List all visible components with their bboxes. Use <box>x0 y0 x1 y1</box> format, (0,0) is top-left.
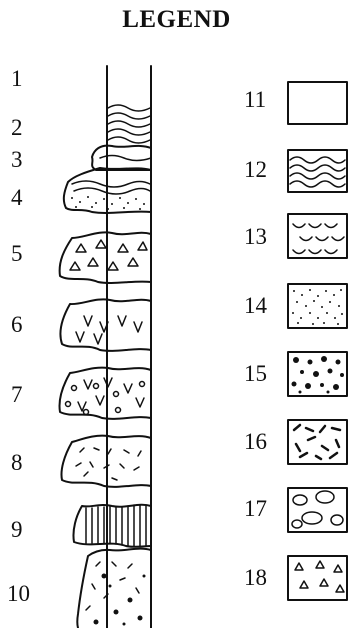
legend-box-16-dashes <box>288 420 347 464</box>
column-layer-2-wavy <box>108 105 150 143</box>
legend-box-18-triangles <box>288 556 347 600</box>
legend-box-14-fine-dots <box>288 284 347 328</box>
legend-box-17-pebbles <box>288 488 347 532</box>
column-layer-5-triangles <box>60 232 151 283</box>
column-layer-6-v-marks <box>60 299 151 351</box>
column-layer-10-mixed <box>77 549 151 628</box>
legend-box-11-blank <box>288 82 347 124</box>
legend-box-15-coarse-grains <box>288 352 347 396</box>
column-layer-9-vertical-lines <box>73 505 151 547</box>
column-layer-7-v-circles <box>59 368 151 419</box>
legend-box-13-scallops <box>288 214 347 258</box>
legend-box-12-wavy-lines <box>288 150 347 192</box>
column-layer-3-band <box>92 146 151 170</box>
